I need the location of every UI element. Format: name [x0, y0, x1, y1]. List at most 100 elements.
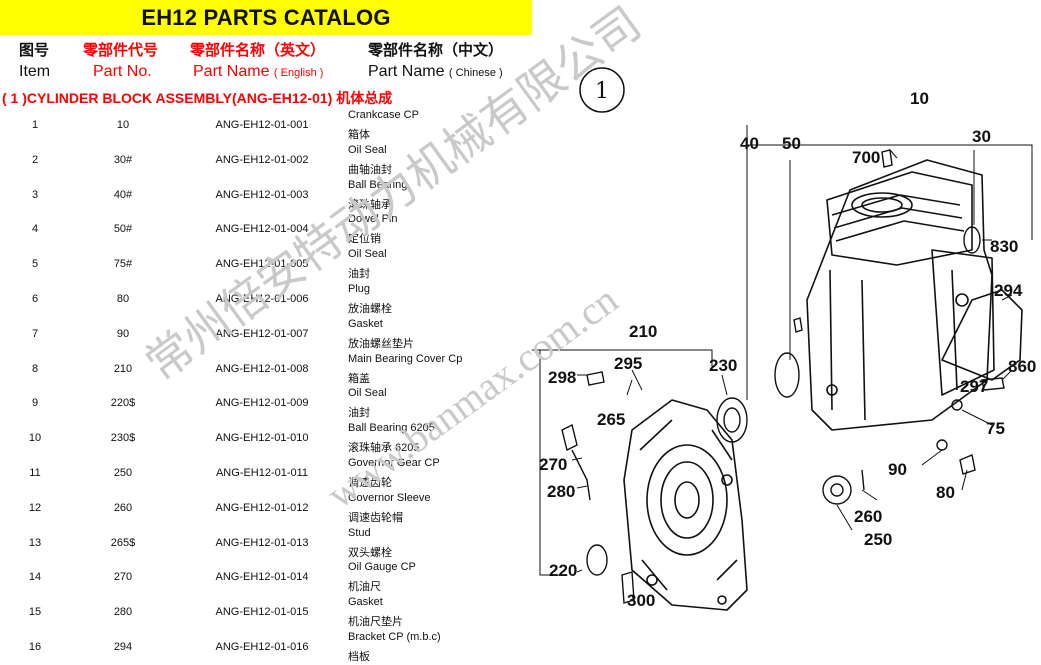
- callout-830: 830: [990, 237, 1018, 256]
- cell-name-en: Governor Sleeve: [348, 491, 431, 504]
- callout-210: 210: [629, 322, 657, 341]
- callout-230: 230: [709, 356, 737, 375]
- cell-name-cn: 曲轴油封: [348, 163, 392, 176]
- cell-part-no: 40#: [113, 188, 133, 201]
- cover-drawing: [623, 399, 748, 611]
- cell-name-cn: 油封: [348, 268, 370, 281]
- cell-item: 16: [28, 640, 42, 653]
- cell-item: 8: [31, 362, 39, 375]
- cell-code: ANG-EH12-01-001: [215, 119, 309, 131]
- oil-seal-75-drawing: [951, 399, 963, 411]
- cell-name-cn: 油封: [348, 407, 370, 420]
- oil-gauge-drawing: [561, 423, 578, 452]
- callout-250: 250: [864, 530, 892, 549]
- cell-name-en: Bracket CP (m.b.c): [348, 630, 441, 643]
- cell-item: 12: [28, 501, 42, 514]
- callout-298: 298: [548, 368, 576, 387]
- cell-code: ANG-EH12-01-012: [215, 501, 309, 514]
- cell-code: ANG-EH12-01-010: [215, 432, 309, 445]
- cell-item: 7: [31, 327, 39, 340]
- cell-code: ANG-EH12-01-008: [215, 362, 309, 375]
- cell-name-cn: 机油尺垫片: [348, 616, 403, 629]
- header-name-cn-suffix: ( Chinese ): [448, 67, 503, 79]
- callout-860: 860: [1008, 357, 1036, 376]
- cell-name-en: Oil Seal: [348, 248, 387, 261]
- part-297-drawing: [981, 377, 1005, 391]
- callout-80: 80: [936, 483, 955, 502]
- header-name-en-cn: 零部件名称（英文）: [190, 42, 326, 59]
- header-name-en-suffix: ( English ): [273, 67, 324, 79]
- gasket-90-drawing: [936, 439, 948, 451]
- assembly-title: ( 1 )CYLINDER BLOCK ASSEMBLY(ANG-EH12-01…: [2, 90, 393, 106]
- cell-part-no: 210: [113, 362, 133, 375]
- cell-item: 6: [31, 292, 39, 305]
- callout-295: 295: [614, 354, 642, 373]
- cell-code: ANG-EH12-01-003: [215, 188, 309, 201]
- cell-code: ANG-EH12-01-004: [215, 223, 309, 236]
- bolt-298-drawing: [586, 371, 605, 386]
- table-row: 12 260 ANG-EH12-01-012 Governor Sleeve 调速齿轮…: [0, 491, 532, 526]
- header-partno-cn: 零部件代号: [83, 42, 159, 59]
- cell-part-no: 250: [113, 466, 133, 479]
- callout-300: 300: [627, 591, 655, 610]
- cell-name-cn: 调速齿轮: [348, 476, 392, 489]
- sleeve-260-drawing: [861, 469, 865, 491]
- cell-name-cn: 滚珠轴承: [348, 198, 392, 211]
- cell-name-cn: 调速齿轮帽: [348, 511, 403, 524]
- table-row: 16 294 ANG-EH12-01-016 Bracket CP (m.b.c) 档板: [0, 630, 532, 665]
- cell-name-cn: 箱盖: [348, 372, 370, 385]
- cell-code: ANG-EH12-01-002: [215, 153, 309, 166]
- callout-30: 30: [972, 127, 991, 146]
- part-700-drawing: [881, 149, 893, 168]
- cell-name-en: Stud: [348, 526, 371, 539]
- cell-part-no: 265$: [110, 536, 136, 549]
- cell-item: 15: [28, 606, 42, 619]
- cell-code: ANG-EH12-01-011: [215, 466, 309, 479]
- dowel-50-drawing: [793, 317, 803, 333]
- cell-item: 3: [31, 188, 39, 201]
- header-name-en-en: Part Name ( English ): [193, 63, 323, 81]
- cell-code: ANG-EH12-01-006: [215, 292, 309, 305]
- table-row: 8 210 ANG-EH12-01-008 Main Bearing Cover Cp…: [0, 352, 532, 387]
- catalog-title: EH12 PARTS CATALOG: [0, 0, 532, 35]
- cell-name-en: Plug: [348, 282, 371, 295]
- cell-name-en: Gasket: [348, 317, 383, 330]
- cell-name-cn: 双头螺栓: [348, 546, 392, 559]
- oil-seal-40-drawing: [774, 352, 800, 398]
- cell-name-cn: 放油螺丝垫片: [348, 337, 414, 350]
- cell-name-en: Oil Gauge CP: [348, 561, 416, 574]
- callout-90: 90: [888, 460, 907, 479]
- cell-code: ANG-EH12-01-015: [215, 606, 309, 619]
- cell-name-cn: 档板: [348, 650, 370, 663]
- cell-part-no: 230$: [110, 432, 136, 445]
- cell-name-en: Ball Bearing 6205: [348, 422, 435, 435]
- cell-name-en: Main Bearing Cover Cp: [348, 352, 463, 365]
- cell-part-no: 260: [113, 501, 133, 514]
- cell-item: 13: [28, 536, 42, 549]
- cell-code: ANG-EH12-01-007: [215, 327, 309, 340]
- cell-part-no: 294: [113, 640, 133, 653]
- cell-name-cn: 定位销: [348, 233, 381, 246]
- cell-part-no: 10: [116, 119, 130, 131]
- cell-item: 4: [31, 223, 39, 236]
- cell-item: 9: [31, 397, 39, 410]
- small-parts-drawing: [561, 149, 1005, 604]
- cell-part-no: 80: [116, 292, 130, 305]
- governor-gear-drawing: [822, 475, 852, 505]
- header-name-en-label: Part Name: [193, 63, 270, 80]
- cell-code: ANG-EH12-01-016: [215, 640, 309, 653]
- cell-part-no: 30#: [113, 153, 133, 166]
- cell-part-no: 90: [116, 327, 130, 340]
- oil-seal-30-drawing: [963, 226, 981, 254]
